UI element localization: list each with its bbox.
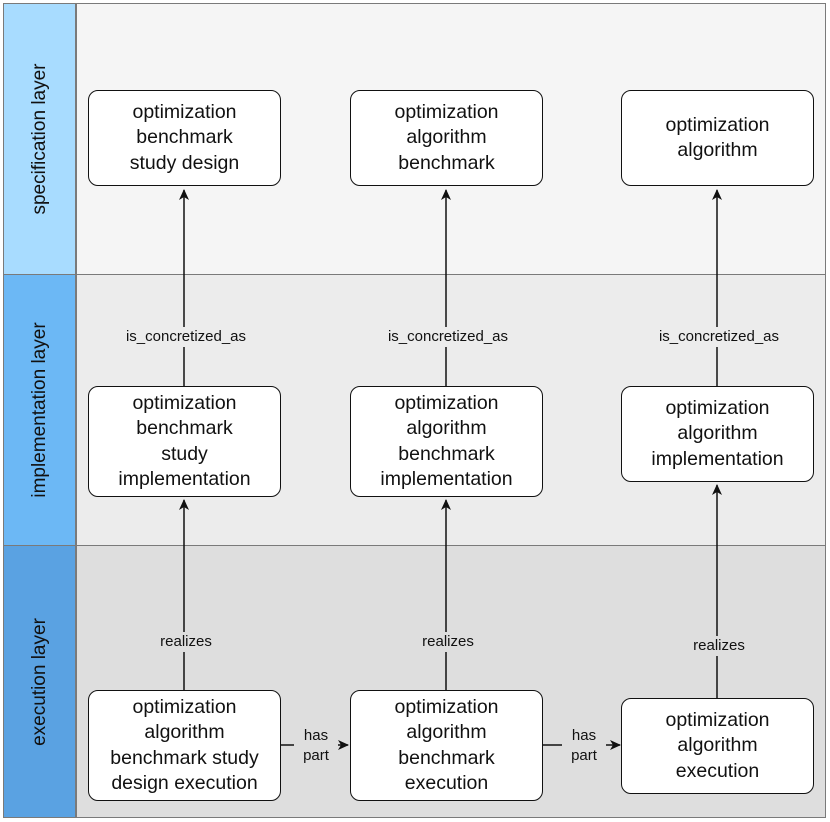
realizes-label-2: realizes — [412, 632, 484, 652]
node-optimization-algorithm-benchmark[interactable]: optimization algorithm benchmark — [350, 90, 543, 186]
node-optimization-algorithm-benchmark-implementation[interactable]: optimization algorithm benchmark impleme… — [350, 386, 543, 497]
node-optimization-algorithm-benchmark-study-design-execution[interactable]: optimization algorithm benchmark study d… — [88, 690, 281, 801]
concretized-label-1: is_concretized_as — [110, 327, 262, 347]
node-optimization-algorithm-benchmark-execution[interactable]: optimization algorithm benchmark executi… — [350, 690, 543, 801]
has-part-label-2: has part — [562, 726, 606, 766]
implementation-layer-header: implementation layer — [3, 274, 76, 546]
concretized-label-3: is_concretized_as — [643, 327, 795, 347]
node-optimization-algorithm-implementation[interactable]: optimization algorithm implementation — [621, 386, 814, 482]
concretized-label-2: is_concretized_as — [372, 327, 524, 347]
node-optimization-algorithm-execution[interactable]: optimization algorithm execution — [621, 698, 814, 794]
node-optimization-algorithm[interactable]: optimization algorithm — [621, 90, 814, 186]
has-part-label-1: has part — [294, 726, 338, 766]
specification-layer-header: specification layer — [3, 3, 76, 275]
node-optimization-benchmark-study-design[interactable]: optimization benchmark study design — [88, 90, 281, 186]
realizes-label-3: realizes — [683, 636, 755, 656]
execution-layer-header: execution layer — [3, 545, 76, 818]
node-optimization-benchmark-study-implementation[interactable]: optimization benchmark study implementat… — [88, 386, 281, 497]
realizes-label-1: realizes — [150, 632, 222, 652]
